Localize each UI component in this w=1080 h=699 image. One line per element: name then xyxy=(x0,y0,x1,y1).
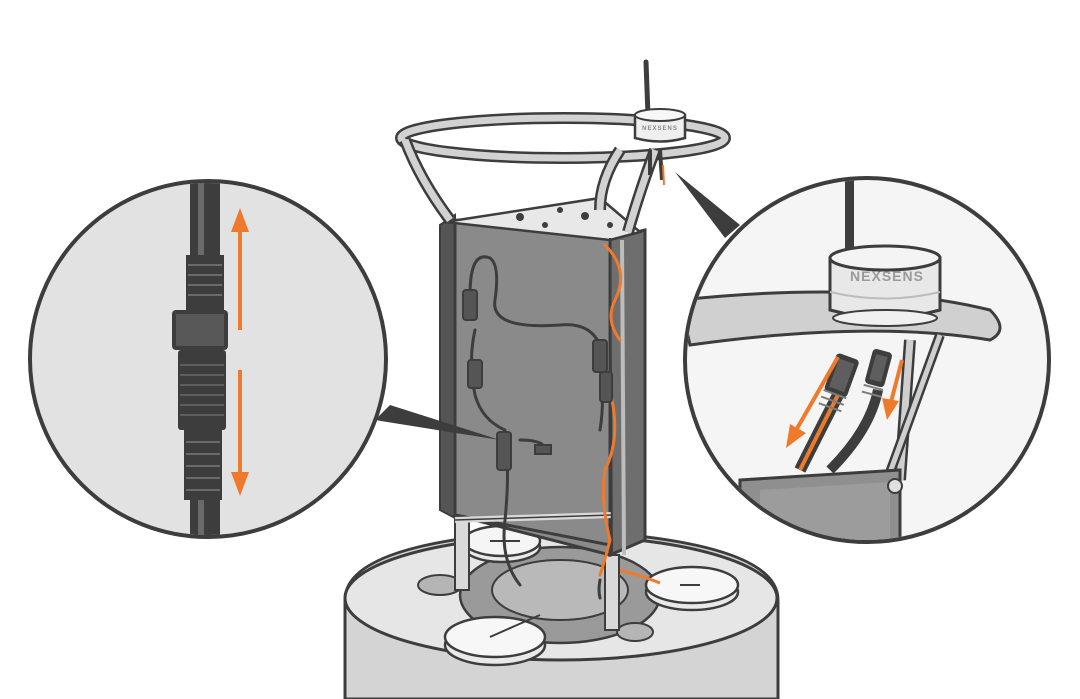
telemetry-logo-text: NEXSENS xyxy=(850,268,924,284)
telemetry-unit-small: NEXSENS xyxy=(635,62,685,185)
small-logo-text: NEXSENS xyxy=(642,126,678,132)
right-callout-circle: NEXSENS xyxy=(680,175,1049,545)
right-callout-pointer xyxy=(675,172,740,238)
anchor-disc-front xyxy=(445,615,545,665)
left-callout-circle xyxy=(30,175,386,550)
